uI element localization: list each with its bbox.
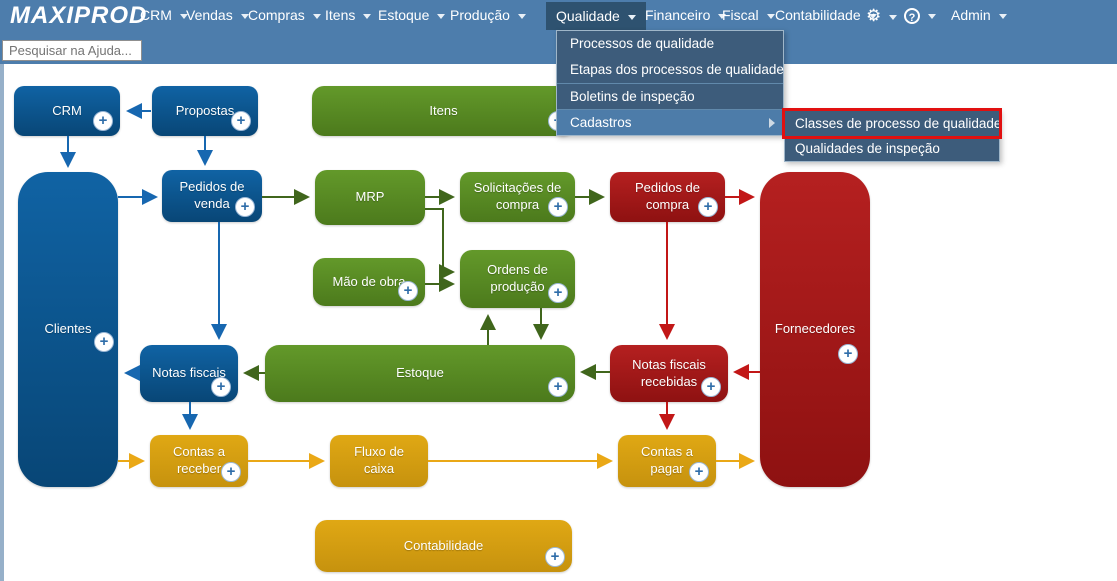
app-logo: MAXIPROD — [10, 2, 148, 29]
add-fornecedores-button[interactable]: + — [838, 344, 858, 364]
node-estoque[interactable]: Estoque + — [265, 345, 575, 402]
help-search-input[interactable] — [2, 40, 142, 61]
nav-item-itens[interactable]: Itens — [325, 1, 372, 30]
nav-item-qualidade[interactable]: Qualidade — [546, 2, 646, 30]
add-contas-a-receber-button[interactable]: + — [221, 462, 241, 482]
nav-item-compras[interactable]: Compras — [248, 1, 321, 30]
qualidade-dropdown-menu: Processos de qualidade Etapas dos proces… — [556, 30, 784, 136]
chevron-down-icon — [718, 13, 727, 19]
add-estoque-button[interactable]: + — [548, 377, 568, 397]
menu-item-boletins-de-inspecao[interactable]: Boletins de inspeção — [557, 83, 783, 109]
chevron-down-icon — [766, 13, 775, 19]
nav-item-admin[interactable]: Admin — [951, 1, 1007, 30]
add-mao-de-obra-button[interactable]: + — [398, 281, 418, 301]
nav-item-crm[interactable]: CRM — [140, 1, 188, 30]
add-contabilidade-button[interactable]: + — [545, 547, 565, 567]
add-clientes-button[interactable]: + — [94, 332, 114, 352]
chevron-down-icon — [517, 13, 526, 19]
chevron-down-icon — [627, 14, 636, 20]
chevron-down-icon — [179, 13, 188, 19]
chevron-down-icon — [868, 13, 877, 19]
add-crm-button[interactable]: + — [93, 111, 113, 131]
node-mao-de-obra[interactable]: Mão de obra + — [313, 258, 425, 306]
node-contas-a-receber[interactable]: Contas a receber + — [150, 435, 248, 487]
node-crm[interactable]: CRM + — [14, 86, 120, 136]
chevron-down-icon — [437, 13, 446, 19]
add-contas-a-pagar-button[interactable]: + — [689, 462, 709, 482]
node-mrp[interactable]: MRP — [315, 170, 425, 225]
left-edge-strip — [0, 64, 4, 581]
node-fornecedores[interactable]: Fornecedores + — [760, 172, 870, 487]
chevron-down-icon — [998, 13, 1007, 19]
add-solicitacoes-button[interactable]: + — [548, 197, 568, 217]
nav-item-contabilidade[interactable]: Contabilidade — [775, 1, 877, 30]
node-pedidos-de-venda[interactable]: Pedidos de venda + — [162, 170, 262, 222]
chevron-down-icon — [889, 14, 898, 20]
add-notas-fiscais-recebidas-button[interactable]: + — [701, 377, 721, 397]
chevron-right-icon — [769, 118, 775, 128]
top-navigation-bar: MAXIPROD CRM Vendas Compras Itens Estoqu… — [0, 0, 1117, 64]
node-clientes[interactable]: Clientes + — [18, 172, 118, 487]
submenu-item-qualidades-de-inspecao[interactable]: Qualidades de inspeção — [795, 141, 940, 156]
node-itens[interactable]: Itens + — [312, 86, 575, 136]
submenu-item-classes-de-processo[interactable]: Classes de processo de qualidade — [782, 108, 1002, 139]
nav-item-producao[interactable]: Produção — [450, 1, 526, 30]
add-pedidos-de-compra-button[interactable]: + — [698, 197, 718, 217]
edge-mrp-ordens — [425, 208, 455, 280]
node-notas-fiscais[interactable]: Notas fiscais + — [140, 345, 238, 402]
node-contabilidade[interactable]: Contabilidade + — [315, 520, 572, 572]
add-notas-fiscais-button[interactable]: + — [211, 377, 231, 397]
node-ordens-de-producao[interactable]: Ordens de produção + — [460, 250, 575, 308]
add-propostas-button[interactable]: + — [231, 111, 251, 131]
nav-item-financeiro[interactable]: Financeiro — [645, 1, 727, 30]
node-propostas[interactable]: Propostas + — [152, 86, 258, 136]
menu-item-etapas-dos-processos[interactable]: Etapas dos processos de qualidade — [570, 62, 784, 77]
node-notas-fiscais-recebidas[interactable]: Notas fiscais recebidas + — [610, 345, 728, 402]
chevron-down-icon — [363, 13, 372, 19]
chevron-down-icon — [240, 13, 249, 19]
node-contas-a-pagar[interactable]: Contas a pagar + — [618, 435, 716, 487]
help-menu[interactable]: ? — [904, 1, 936, 30]
add-pedidos-de-venda-button[interactable]: + — [235, 197, 255, 217]
node-fluxo-de-caixa[interactable]: Fluxo de caixa — [330, 435, 428, 487]
nav-item-vendas[interactable]: Vendas — [186, 1, 249, 30]
nav-item-estoque[interactable]: Estoque — [378, 1, 446, 30]
menu-item-cadastros[interactable]: Cadastros — [557, 109, 783, 135]
help-icon: ? — [904, 8, 920, 25]
nav-item-fiscal[interactable]: Fiscal — [722, 1, 775, 30]
add-ordens-button[interactable]: + — [548, 283, 568, 303]
gear-icon: ⚙ — [866, 6, 882, 25]
node-solicitacoes-de-compra[interactable]: Solicitações de compra + — [460, 172, 575, 222]
menu-item-processos-de-qualidade[interactable]: Processos de qualidade — [570, 36, 715, 51]
chevron-down-icon — [312, 13, 321, 19]
chevron-down-icon — [928, 13, 936, 19]
cadastros-submenu: Classes de processo de qualidade Qualida… — [782, 108, 1002, 162]
node-pedidos-de-compra[interactable]: Pedidos de compra + — [610, 172, 725, 222]
settings-menu[interactable]: ⚙ — [866, 1, 898, 30]
